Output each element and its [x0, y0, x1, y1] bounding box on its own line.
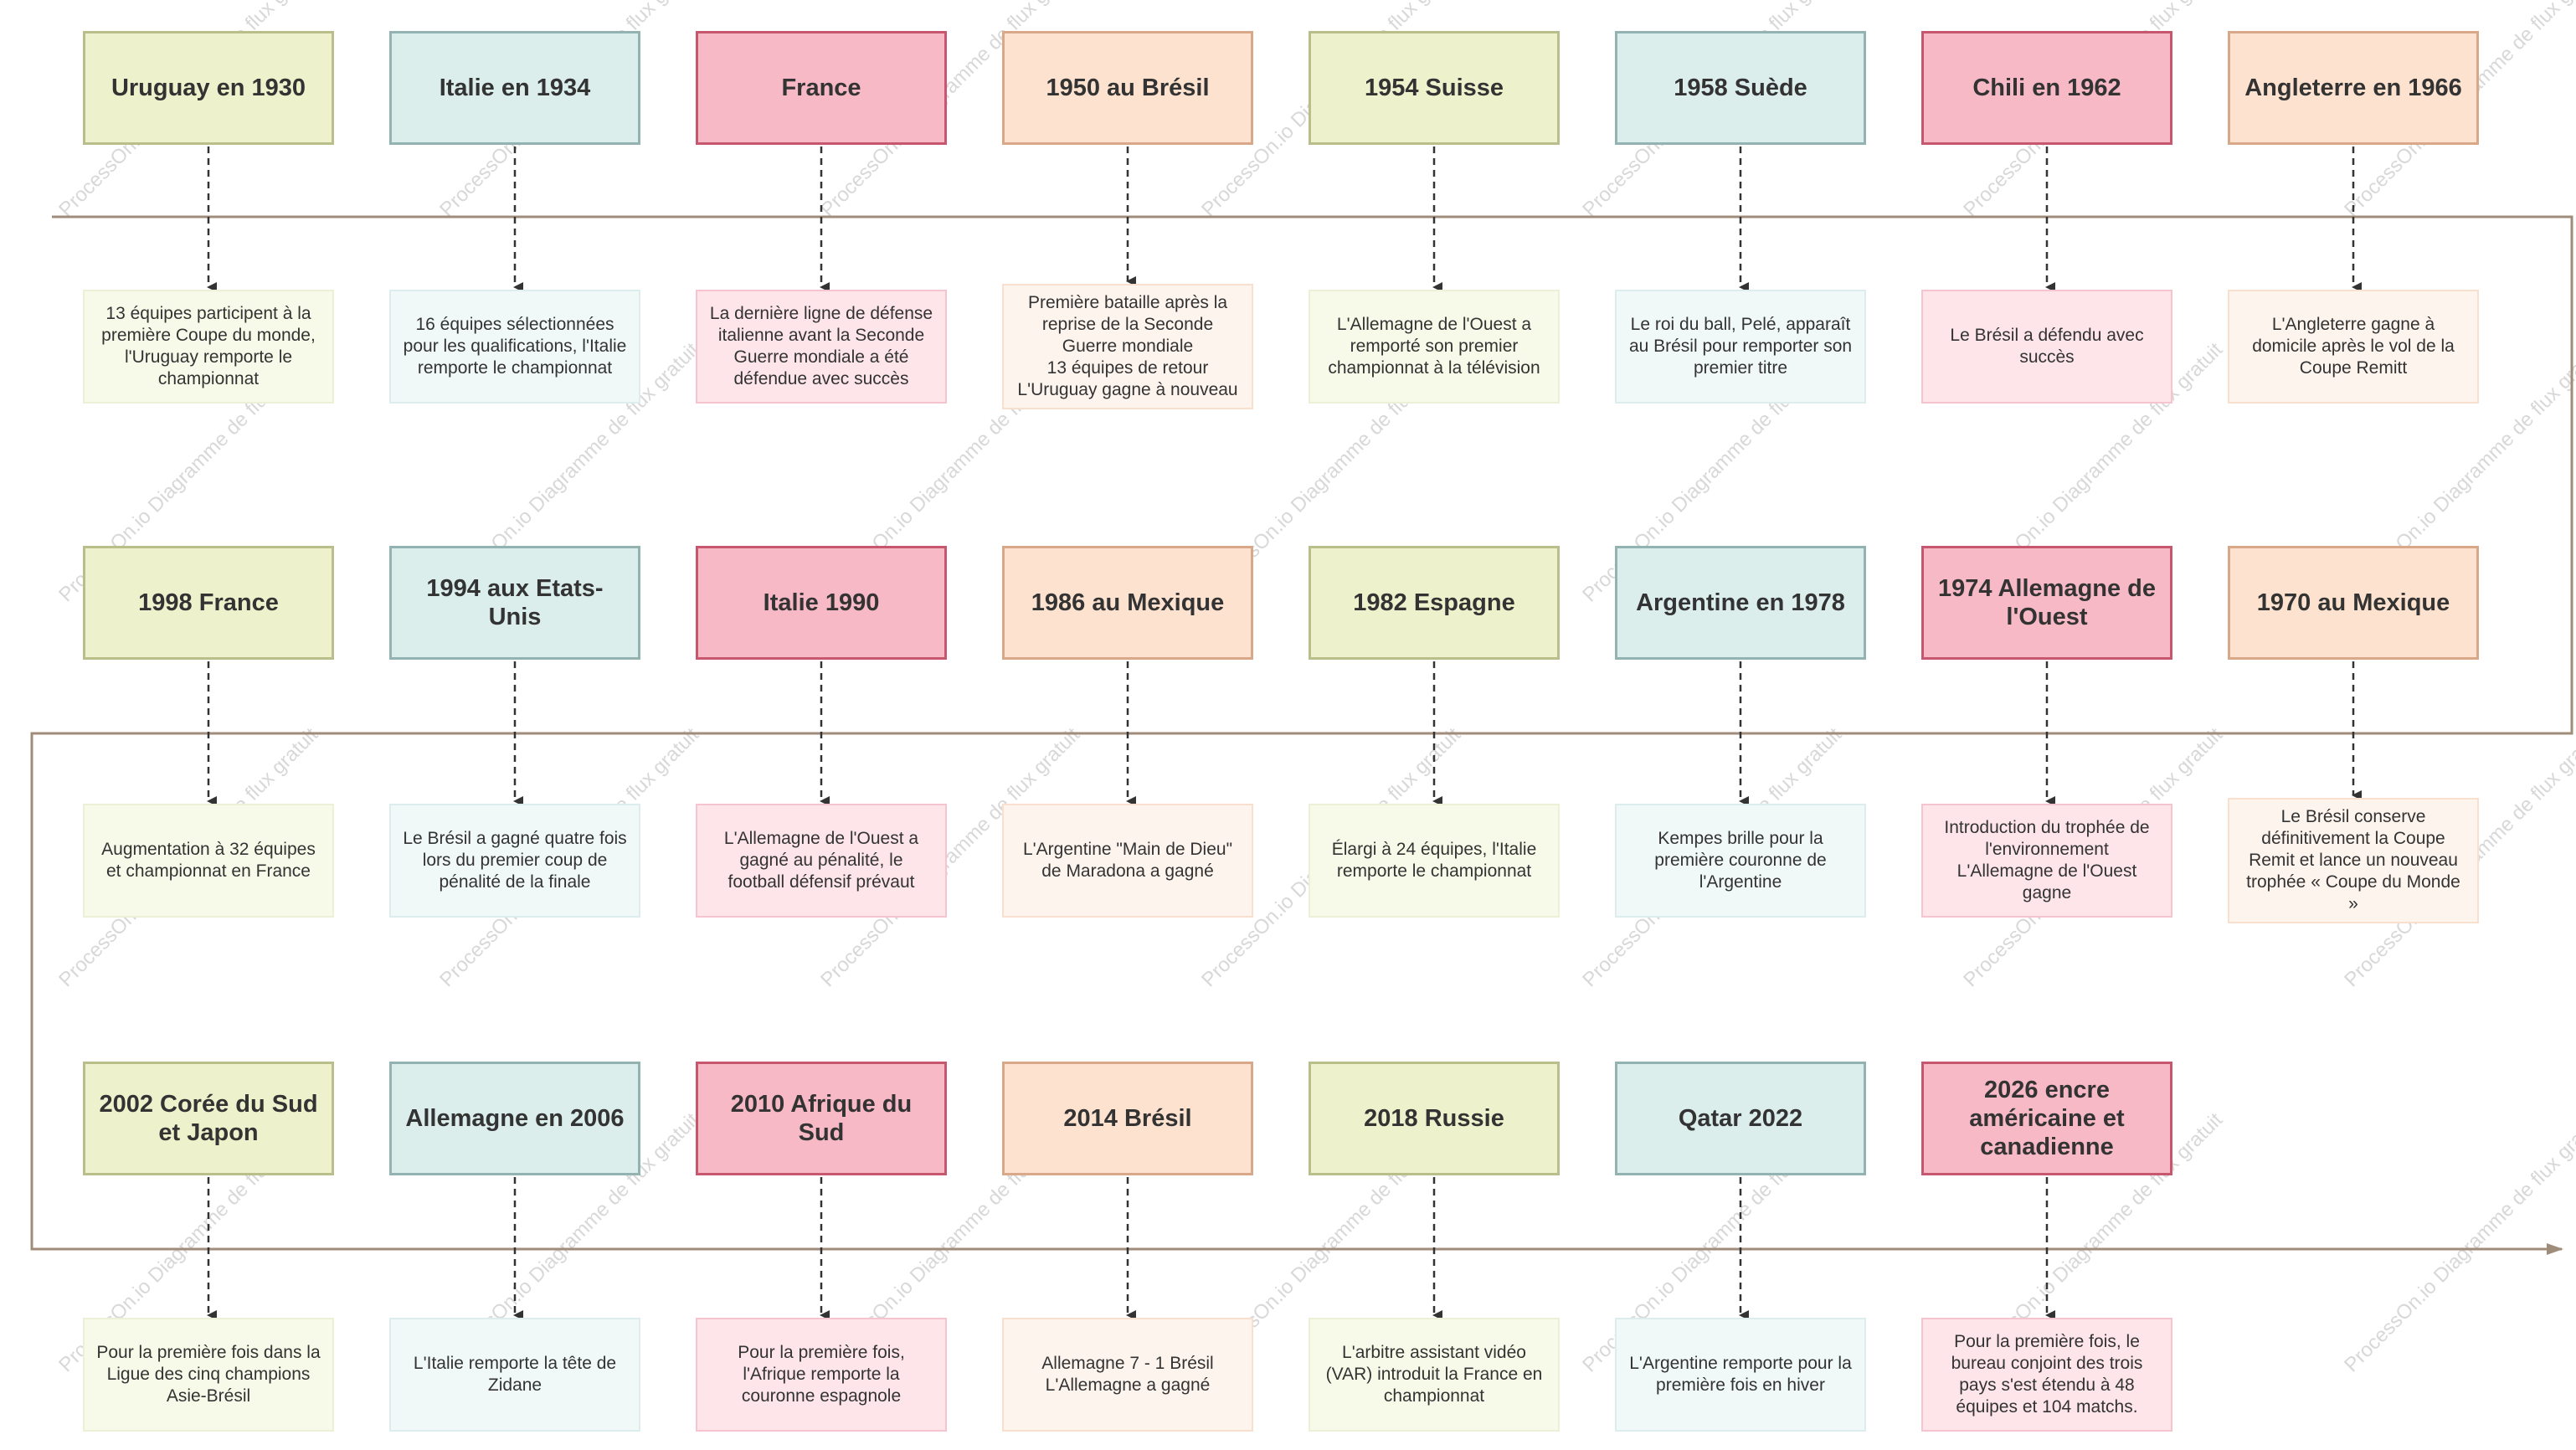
event-description-box[interactable]: Élargi à 24 équipes, l'Italie remporte l… — [1309, 804, 1560, 918]
event-description-text: Augmentation à 32 équipes et championnat… — [101, 840, 316, 881]
event-description-text: L'Italie remporte la tête de Zidane — [413, 1354, 617, 1395]
event-title-text: Uruguay en 1930 — [111, 75, 306, 101]
event-title-text: Angleterre en 1966 — [2244, 75, 2462, 101]
event-title-box[interactable]: 1974 Allemagne de l'Ouest — [1921, 546, 2172, 660]
event-description-box[interactable]: Pour la première fois, l'Afrique remport… — [696, 1318, 947, 1432]
event-description-text: Élargi à 24 équipes, l'Italie remporte l… — [1331, 840, 1537, 881]
event-description-box[interactable]: L'Italie remporte la tête de Zidane — [389, 1318, 640, 1432]
event-title-text: 2010 Afrique du Sud — [730, 1091, 913, 1146]
event-description-box[interactable]: Kempes brille pour la première couronne … — [1615, 804, 1866, 918]
event-title-text: 1974 Allemagne de l'Ouest — [1937, 575, 2157, 630]
event-title-box[interactable]: Argentine en 1978 — [1615, 546, 1866, 660]
event-title-box[interactable]: 2010 Afrique du Sud — [696, 1062, 947, 1175]
event-title-text: Italie 1990 — [763, 589, 880, 616]
event-description-text: 13 équipes participent à la première Cou… — [101, 304, 316, 388]
event-title-box[interactable]: 1998 France — [83, 546, 334, 660]
event-description-box[interactable]: L'Allemagne de l'Ouest a remporté son pr… — [1309, 290, 1560, 404]
event-description-text: Pour la première fois, l'Afrique remport… — [738, 1343, 905, 1406]
event-description-text: Le Brésil a défendu avec succès — [1950, 326, 2144, 367]
event-description-text: L'Angleterre gagne à domicile après le v… — [2252, 315, 2455, 378]
event-title-text: 1994 aux Etats-Unis — [426, 575, 604, 630]
event-title-box[interactable]: 1982 Espagne — [1309, 546, 1560, 660]
event-title-text: 1982 Espagne — [1353, 589, 1515, 616]
event-title-text: 1998 France — [138, 589, 279, 616]
event-title-text: Allemagne en 2006 — [405, 1105, 625, 1132]
event-title-box[interactable]: 1986 au Mexique — [1002, 546, 1253, 660]
event-title-text: 2014 Brésil — [1063, 1105, 1192, 1132]
event-description-box[interactable]: Le roi du ball, Pelé, apparaît au Brésil… — [1615, 290, 1866, 404]
event-title-box[interactable]: 1970 au Mexique — [2228, 546, 2479, 660]
event-description-text: Le Brésil a gagné quatre fois lors du pr… — [403, 829, 627, 892]
event-description-box[interactable]: Introduction du trophée de l'environneme… — [1921, 804, 2172, 918]
event-description-text: L'Allemagne de l'Ouest a remporté son pr… — [1328, 315, 1540, 378]
event-description-text: La dernière ligne de défense italienne a… — [709, 304, 933, 388]
event-description-box[interactable]: L'Angleterre gagne à domicile après le v… — [2228, 290, 2479, 404]
event-description-box[interactable]: Le Brésil a gagné quatre fois lors du pr… — [389, 804, 640, 918]
event-title-box[interactable]: 1958 Suède — [1615, 31, 1866, 145]
event-title-text: Chili en 1962 — [1972, 75, 2121, 101]
event-title-text: France — [781, 75, 861, 101]
event-title-text: 1954 Suisse — [1364, 75, 1504, 101]
event-description-box[interactable]: Première bataille après la reprise de la… — [1002, 284, 1253, 409]
event-description-box[interactable]: Pour la première fois, le bureau conjoin… — [1921, 1318, 2172, 1432]
event-description-text: Pour la première fois dans la Ligue des … — [96, 1343, 321, 1406]
event-title-box[interactable]: 1994 aux Etats-Unis — [389, 546, 640, 660]
event-description-box[interactable]: Augmentation à 32 équipes et championnat… — [83, 804, 334, 918]
event-title-text: 1950 au Brésil — [1046, 75, 1210, 101]
event-title-box[interactable]: Chili en 1962 — [1921, 31, 2172, 145]
event-description-box[interactable]: L'arbitre assistant vidéo (VAR) introdui… — [1309, 1318, 1560, 1432]
event-description-text: Le roi du ball, Pelé, apparaît au Brésil… — [1628, 315, 1853, 378]
event-title-box[interactable]: 2014 Brésil — [1002, 1062, 1253, 1175]
event-title-text: 1986 au Mexique — [1031, 589, 1225, 616]
event-title-text: 2026 encre américaine et canadienne — [1969, 1077, 2125, 1160]
event-title-box[interactable]: 1954 Suisse — [1309, 31, 1560, 145]
event-description-box[interactable]: 13 équipes participent à la première Cou… — [83, 290, 334, 404]
event-description-box[interactable]: Le Brésil a défendu avec succès — [1921, 290, 2172, 404]
event-description-box[interactable]: L'Argentine remporte pour la première fo… — [1615, 1318, 1866, 1432]
event-title-text: 2018 Russie — [1364, 1105, 1504, 1132]
event-description-box[interactable]: Allemagne 7 - 1 Brésil L'Allemagne a gag… — [1002, 1318, 1253, 1432]
event-title-box[interactable]: 1950 au Brésil — [1002, 31, 1253, 145]
event-title-box[interactable]: 2018 Russie — [1309, 1062, 1560, 1175]
event-description-text: L'Argentine "Main de Dieu" de Maradona a… — [1022, 840, 1233, 881]
event-description-text: Kempes brille pour la première couronne … — [1654, 829, 1827, 892]
event-title-box[interactable]: Angleterre en 1966 — [2228, 31, 2479, 145]
event-title-text: 2002 Corée du Sud et Japon — [99, 1091, 318, 1146]
event-description-text: Pour la première fois, le bureau conjoin… — [1951, 1332, 2143, 1417]
event-description-text: L'arbitre assistant vidéo (VAR) introdui… — [1325, 1343, 1543, 1406]
event-description-box[interactable]: La dernière ligne de défense italienne a… — [696, 290, 947, 404]
event-title-box[interactable]: Allemagne en 2006 — [389, 1062, 640, 1175]
event-description-text: Introduction du trophée de l'environneme… — [1944, 818, 2150, 902]
event-title-box[interactable]: France — [696, 31, 947, 145]
event-title-text: Argentine en 1978 — [1636, 589, 1845, 616]
event-description-box[interactable]: L'Argentine "Main de Dieu" de Maradona a… — [1002, 804, 1253, 918]
event-description-box[interactable]: L'Allemagne de l'Ouest a gagné au pénali… — [696, 804, 947, 918]
event-title-text: Qatar 2022 — [1678, 1105, 1803, 1132]
event-title-box[interactable]: 2026 encre américaine et canadienne — [1921, 1062, 2172, 1175]
event-description-text: L'Argentine remporte pour la première fo… — [1629, 1354, 1852, 1395]
event-title-box[interactable]: Italie en 1934 — [389, 31, 640, 145]
event-title-box[interactable]: Uruguay en 1930 — [83, 31, 334, 145]
watermark-text: ProcessOn.io Diagramme de flux gratuit — [2340, 1108, 2576, 1376]
event-description-text: Le Brésil conserve définitivement la Cou… — [2246, 807, 2460, 913]
event-title-text: Italie en 1934 — [439, 75, 591, 101]
event-description-box[interactable]: Le Brésil conserve définitivement la Cou… — [2228, 798, 2479, 923]
event-description-text: Première bataille après la reprise de la… — [1017, 293, 1238, 399]
event-description-box[interactable]: Pour la première fois dans la Ligue des … — [83, 1318, 334, 1432]
event-title-box[interactable]: Italie 1990 — [696, 546, 947, 660]
event-description-text: Allemagne 7 - 1 Brésil L'Allemagne a gag… — [1041, 1354, 1214, 1395]
event-title-text: 1970 au Mexique — [2256, 589, 2450, 616]
event-description-text: L'Allemagne de l'Ouest a gagné au pénali… — [723, 829, 919, 892]
event-description-box[interactable]: 16 équipes sélectionnées pour les qualif… — [389, 290, 640, 404]
event-title-box[interactable]: Qatar 2022 — [1615, 1062, 1866, 1175]
event-description-text: 16 équipes sélectionnées pour les qualif… — [403, 315, 627, 378]
event-title-box[interactable]: 2002 Corée du Sud et Japon — [83, 1062, 334, 1175]
event-title-text: 1958 Suède — [1674, 75, 1807, 101]
